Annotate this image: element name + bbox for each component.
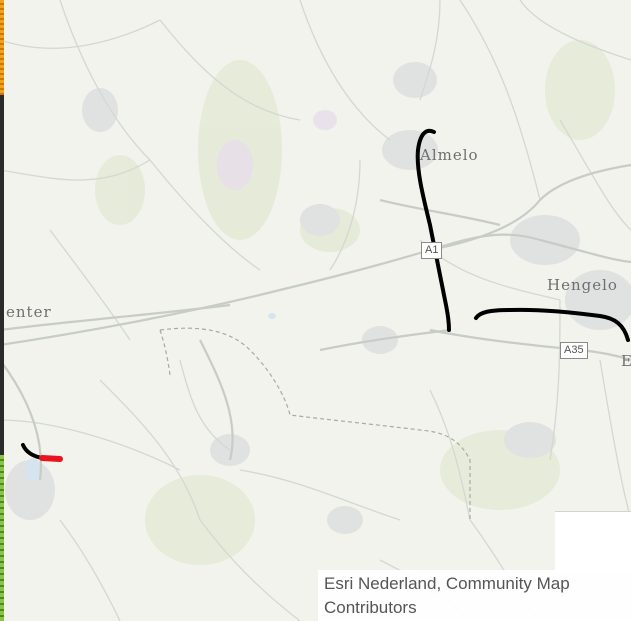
road-shield-a35: A35 xyxy=(560,342,588,359)
boundary-lines xyxy=(159,327,471,520)
water-features xyxy=(25,313,276,482)
highlight-segment[interactable] xyxy=(39,455,63,462)
drawn-route-almelo[interactable] xyxy=(415,128,451,332)
drawn-route-hengelo[interactable] xyxy=(474,307,630,342)
attribution-panel-extension xyxy=(555,511,631,572)
left-edge-border xyxy=(0,0,4,621)
urban-areas xyxy=(5,62,631,534)
left-edge-green-strip xyxy=(0,455,4,621)
place-label-deventer: enter xyxy=(6,303,52,321)
major-roads xyxy=(0,163,631,481)
heath-areas xyxy=(217,110,337,190)
road-shield-a1: A1 xyxy=(421,242,443,259)
place-label-enschede: E xyxy=(621,352,631,370)
map-attribution: Esri Nederland, Community Map Contributo… xyxy=(318,570,631,621)
left-edge-orange-strip xyxy=(0,0,4,95)
place-label-almelo: Almelo xyxy=(420,146,479,164)
place-label-hengelo: Hengelo xyxy=(547,276,618,294)
